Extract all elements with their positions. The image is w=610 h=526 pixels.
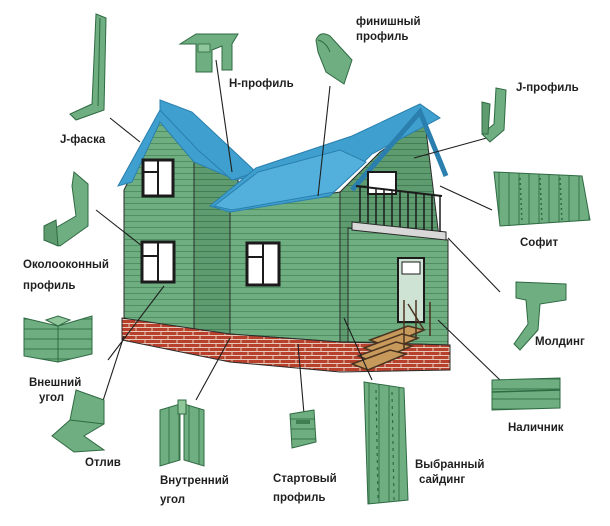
label-finish-profile-line1: финишный <box>356 16 421 28</box>
left-block-front-wall <box>123 117 195 337</box>
outer-corner-part <box>23 315 93 363</box>
label-start-profile: Стартовый профиль <box>273 472 337 506</box>
label-outer-corner-line1: Внешний <box>29 377 82 389</box>
main-roof-face <box>212 149 367 211</box>
label-trim: Наличник <box>508 421 564 436</box>
label-h-profile: Н-профиль <box>229 77 294 92</box>
label-drip-text: Отлив <box>85 457 121 469</box>
selected-siding-part <box>363 381 409 505</box>
house <box>116 99 451 373</box>
label-selected-siding-line2: сайдинг <box>419 474 466 486</box>
label-j-profile-text: J-профиль <box>516 82 579 94</box>
label-window-profile: Околооконный профиль <box>23 258 109 294</box>
drip-part <box>51 389 106 453</box>
label-j-profile: J-профиль <box>516 81 579 96</box>
label-inner-corner-line1: Внутренний <box>160 475 229 487</box>
porch-door <box>397 257 425 323</box>
label-finish-profile-line2: профиль <box>356 31 409 43</box>
label-inner-corner-line2: угол <box>160 494 186 506</box>
left-block-roof-top <box>159 99 257 181</box>
window-profile-part <box>43 171 89 247</box>
label-molding-text: Молдинг <box>535 336 585 348</box>
j-profile-part <box>481 87 507 143</box>
finish-profile-part <box>315 33 353 85</box>
label-soffit-text: Софит <box>520 237 559 249</box>
soffit-part <box>493 171 591 227</box>
label-selected-siding-line1: Выбранный <box>415 459 485 471</box>
window-main <box>245 241 281 287</box>
label-window-profile-line1: Околооконный <box>23 259 109 271</box>
label-soffit: Софит <box>520 236 558 251</box>
window-lower-left <box>140 240 176 284</box>
label-selected-siding: Выбранный сайдинг <box>415 458 484 488</box>
label-inner-corner: Внутренний угол <box>160 474 229 508</box>
label-trim-text: Наличник <box>508 422 564 434</box>
label-h-profile-text: Н-профиль <box>229 78 294 90</box>
label-j-chamfer-text: J-фаска <box>60 134 106 146</box>
label-start-profile-line2: профиль <box>273 492 326 504</box>
molding-part <box>513 281 567 351</box>
j-chamfer-part <box>69 13 107 121</box>
balcony <box>351 171 447 241</box>
label-finish-profile: финишный профиль <box>356 15 421 45</box>
right-gable-roof-edge <box>350 107 449 192</box>
start-profile-part <box>289 409 317 449</box>
label-window-profile-line2: профиль <box>23 280 76 292</box>
trim-part <box>491 377 561 411</box>
label-outer-corner-line2: угол <box>39 392 65 404</box>
label-j-chamfer: J-фаска <box>60 133 105 148</box>
label-outer-corner: Внешний угол <box>29 376 81 406</box>
label-start-profile-line1: Стартовый <box>273 473 337 485</box>
leader-lines <box>95 59 501 415</box>
h-profile-part <box>178 33 239 73</box>
label-drip: Отлив <box>85 456 121 471</box>
window-upper-left <box>141 158 175 198</box>
label-molding: Молдинг <box>535 335 585 350</box>
inner-corner-part <box>159 399 205 467</box>
